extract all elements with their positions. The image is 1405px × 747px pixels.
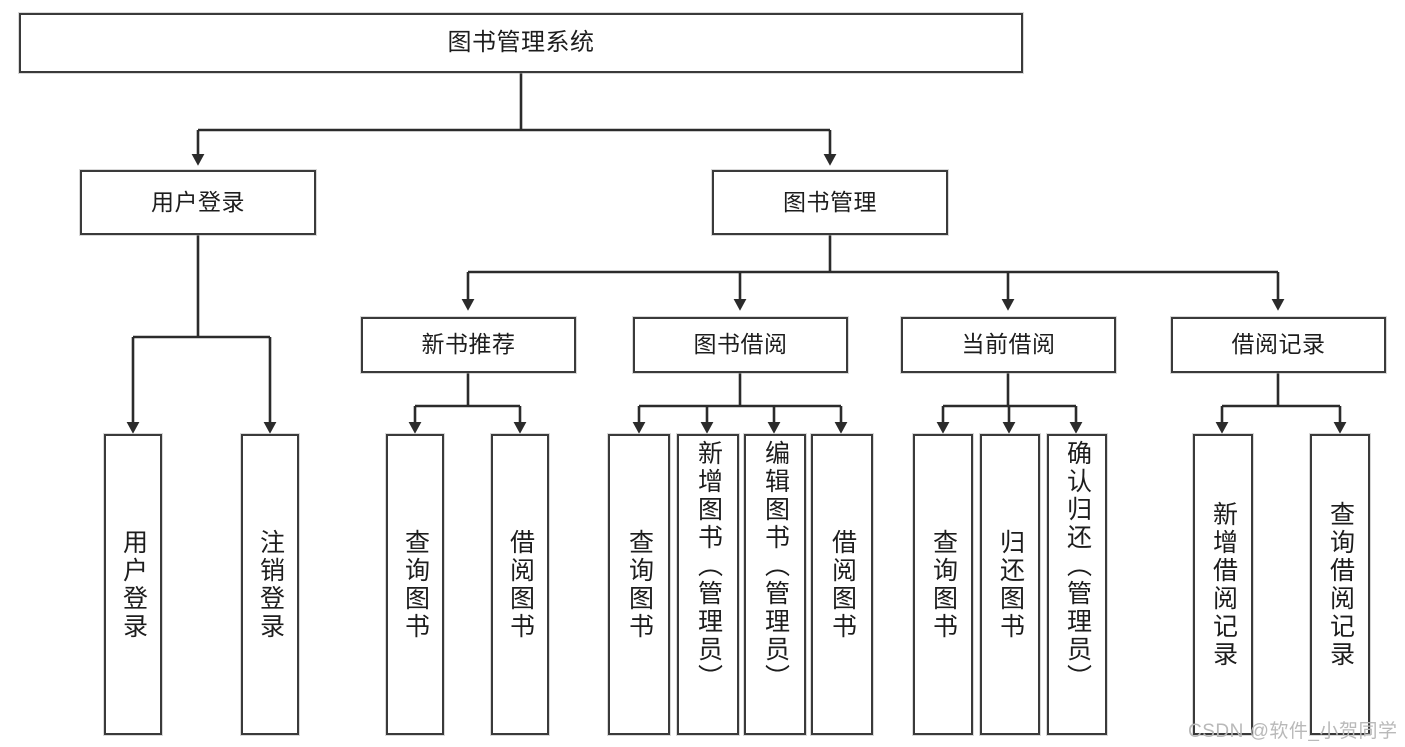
leaf-borrow-search-book-label: 查询图书	[625, 528, 654, 641]
leaf-borrow-search-book[interactable]: 查询图书	[608, 434, 670, 735]
leaf-current-search-book[interactable]: 查询图书	[913, 434, 973, 735]
leaf-current-search-book-label: 查询图书	[929, 528, 958, 641]
node-new-book-recommend[interactable]: 新书推荐	[361, 317, 576, 373]
node-current-borrow[interactable]: 当前借阅	[901, 317, 1116, 373]
node-current-borrow-label: 当前借阅	[961, 331, 1056, 358]
node-new-book-recommend-label: 新书推荐	[421, 331, 516, 358]
leaf-newbook-search-book[interactable]: 查询图书	[386, 434, 444, 735]
leaf-user-login-label: 用户登录	[119, 528, 148, 641]
leaf-borrow-edit-book-label: 编辑图书（管理员）	[761, 440, 790, 692]
leaf-logout[interactable]: 注销登录	[241, 434, 299, 735]
node-borrow-records[interactable]: 借阅记录	[1171, 317, 1386, 373]
node-book-borrow[interactable]: 图书借阅	[633, 317, 848, 373]
node-root-label: 图书管理系统	[447, 28, 595, 56]
leaf-borrow-borrow-book-label: 借阅图书	[828, 528, 857, 641]
leaf-borrow-add-book[interactable]: 新增图书（管理员）	[677, 434, 739, 735]
leaf-logout-label: 注销登录	[256, 528, 285, 641]
node-user-login-label: 用户登录	[151, 188, 245, 215]
node-root[interactable]: 图书管理系统	[19, 13, 1023, 73]
leaf-current-return-book[interactable]: 归还图书	[980, 434, 1040, 735]
leaf-current-confirm-return-label: 确认归还（管理员）	[1063, 440, 1092, 692]
node-borrow-records-label: 借阅记录	[1231, 331, 1326, 358]
leaf-records-add-record-label: 新增借阅记录	[1209, 500, 1238, 669]
leaf-current-confirm-return[interactable]: 确认归还（管理员）	[1047, 434, 1107, 735]
leaf-borrow-edit-book[interactable]: 编辑图书（管理员）	[744, 434, 806, 735]
leaf-newbook-search-book-label: 查询图书	[401, 528, 430, 641]
node-user-login[interactable]: 用户登录	[80, 170, 316, 235]
leaf-records-add-record[interactable]: 新增借阅记录	[1193, 434, 1253, 735]
leaf-newbook-borrow-book[interactable]: 借阅图书	[491, 434, 549, 735]
node-book-management[interactable]: 图书管理	[712, 170, 948, 235]
leaf-records-search-record-label: 查询借阅记录	[1326, 500, 1355, 669]
leaf-borrow-borrow-book[interactable]: 借阅图书	[811, 434, 873, 735]
leaf-records-search-record[interactable]: 查询借阅记录	[1310, 434, 1370, 735]
node-book-management-label: 图书管理	[783, 188, 877, 215]
node-book-borrow-label: 图书借阅	[693, 331, 788, 358]
leaf-borrow-add-book-label: 新增图书（管理员）	[694, 440, 723, 692]
watermark: CSDN @软件_小贺同学	[1188, 721, 1398, 742]
leaf-newbook-borrow-book-label: 借阅图书	[506, 528, 535, 641]
leaf-user-login[interactable]: 用户登录	[104, 434, 162, 735]
leaf-current-return-book-label: 归还图书	[996, 528, 1025, 641]
